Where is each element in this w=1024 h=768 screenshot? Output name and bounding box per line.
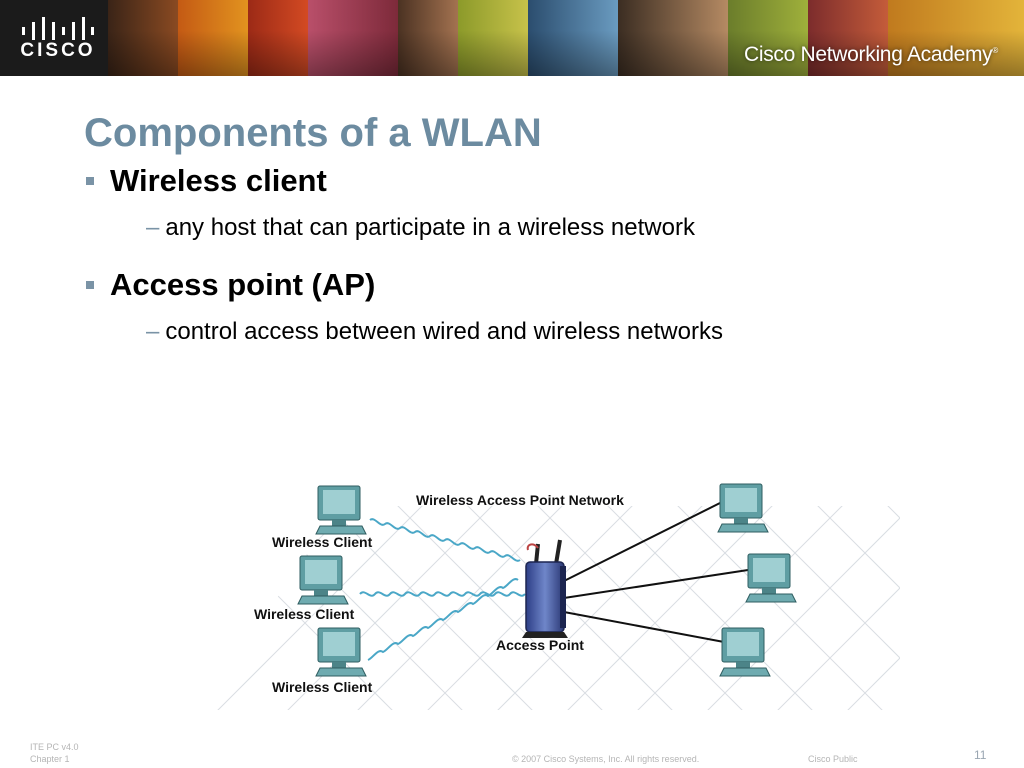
wireless-signals — [359, 518, 526, 661]
page-number: 11 — [974, 748, 987, 762]
sub-bullet-text: control access between wired and wireles… — [165, 318, 723, 345]
bullet-label: Access point (AP) — [110, 267, 376, 302]
banner-photo-strip — [888, 0, 1024, 76]
wired-link — [561, 499, 727, 583]
wireless-client-label: Wireless Client — [272, 534, 373, 550]
banner-photo-strip — [108, 0, 178, 76]
wired-links — [561, 499, 749, 643]
wired-link — [563, 611, 725, 643]
diagram-canvas — [200, 483, 900, 710]
banner-photo-strip — [398, 0, 458, 76]
banner-photo-strip — [528, 0, 618, 76]
academy-text: Cisco Networking Academy — [743, 43, 993, 66]
footer-classification: Cisco Public — [808, 754, 858, 764]
sub-bullet-text: any host that can participate in a wirel… — [165, 214, 695, 241]
diagram-title: Wireless Access Point Network — [416, 492, 624, 508]
banner-photo-strip — [728, 0, 808, 76]
wireless-client-label: Wireless Client — [272, 679, 373, 695]
footer-copyright: © 2007 Cisco Systems, Inc. All rights re… — [512, 754, 700, 764]
monitor-icon — [315, 485, 367, 535]
access-point-icon — [522, 539, 568, 638]
header-banner: CISCO Cisco Networking Academy® — [0, 0, 1024, 76]
desktop-icon — [717, 483, 769, 533]
dash-marker: – — [146, 318, 160, 345]
banner-photo-strip — [458, 0, 528, 76]
banner-photo-strip — [808, 0, 888, 76]
monitor-icon — [297, 555, 349, 605]
bullet-square-icon — [86, 177, 94, 185]
wlan-diagram: Wireless Access Point Network Wireless C… — [200, 478, 900, 716]
wired-link — [563, 569, 749, 599]
bullet-square-icon — [86, 281, 94, 289]
banner-shade — [108, 0, 1024, 76]
footer-course: ITE PC v4.0 — [30, 742, 79, 752]
academy-title: Cisco Networking Academy® — [744, 38, 998, 68]
wireless-client-label: Wireless Client — [254, 606, 355, 622]
bullet-wireless-client: Wireless client — [86, 163, 327, 199]
registered-mark: ® — [992, 46, 998, 55]
desktop-icon — [719, 627, 771, 677]
banner-photo-strip — [248, 0, 308, 76]
slide-title: Components of a WLAN — [84, 111, 542, 155]
access-point-label: Access Point — [496, 637, 584, 653]
monitor-icon — [315, 627, 367, 677]
wireless-signal — [369, 518, 521, 562]
bullet-access-point: Access point (AP) — [86, 267, 375, 303]
banner-photo-strip — [618, 0, 728, 76]
desktop-icon — [745, 553, 797, 603]
dash-marker: – — [146, 214, 160, 241]
footer-chapter: Chapter 1 — [30, 754, 70, 764]
sub-bullet-access-point: –control access between wired and wirele… — [146, 317, 723, 347]
bullet-label: Wireless client — [110, 163, 327, 198]
sub-bullet-wireless-client: –any host that can participate in a wire… — [146, 213, 695, 243]
cisco-wordmark: CISCO — [20, 40, 96, 61]
wireless-signal — [359, 591, 526, 597]
cisco-bridge-icon — [22, 17, 94, 40]
banner-photo-strip — [308, 0, 398, 76]
wireless-signal — [367, 578, 519, 661]
banner-photo-strip — [178, 0, 248, 76]
cisco-logo: CISCO — [18, 14, 98, 62]
